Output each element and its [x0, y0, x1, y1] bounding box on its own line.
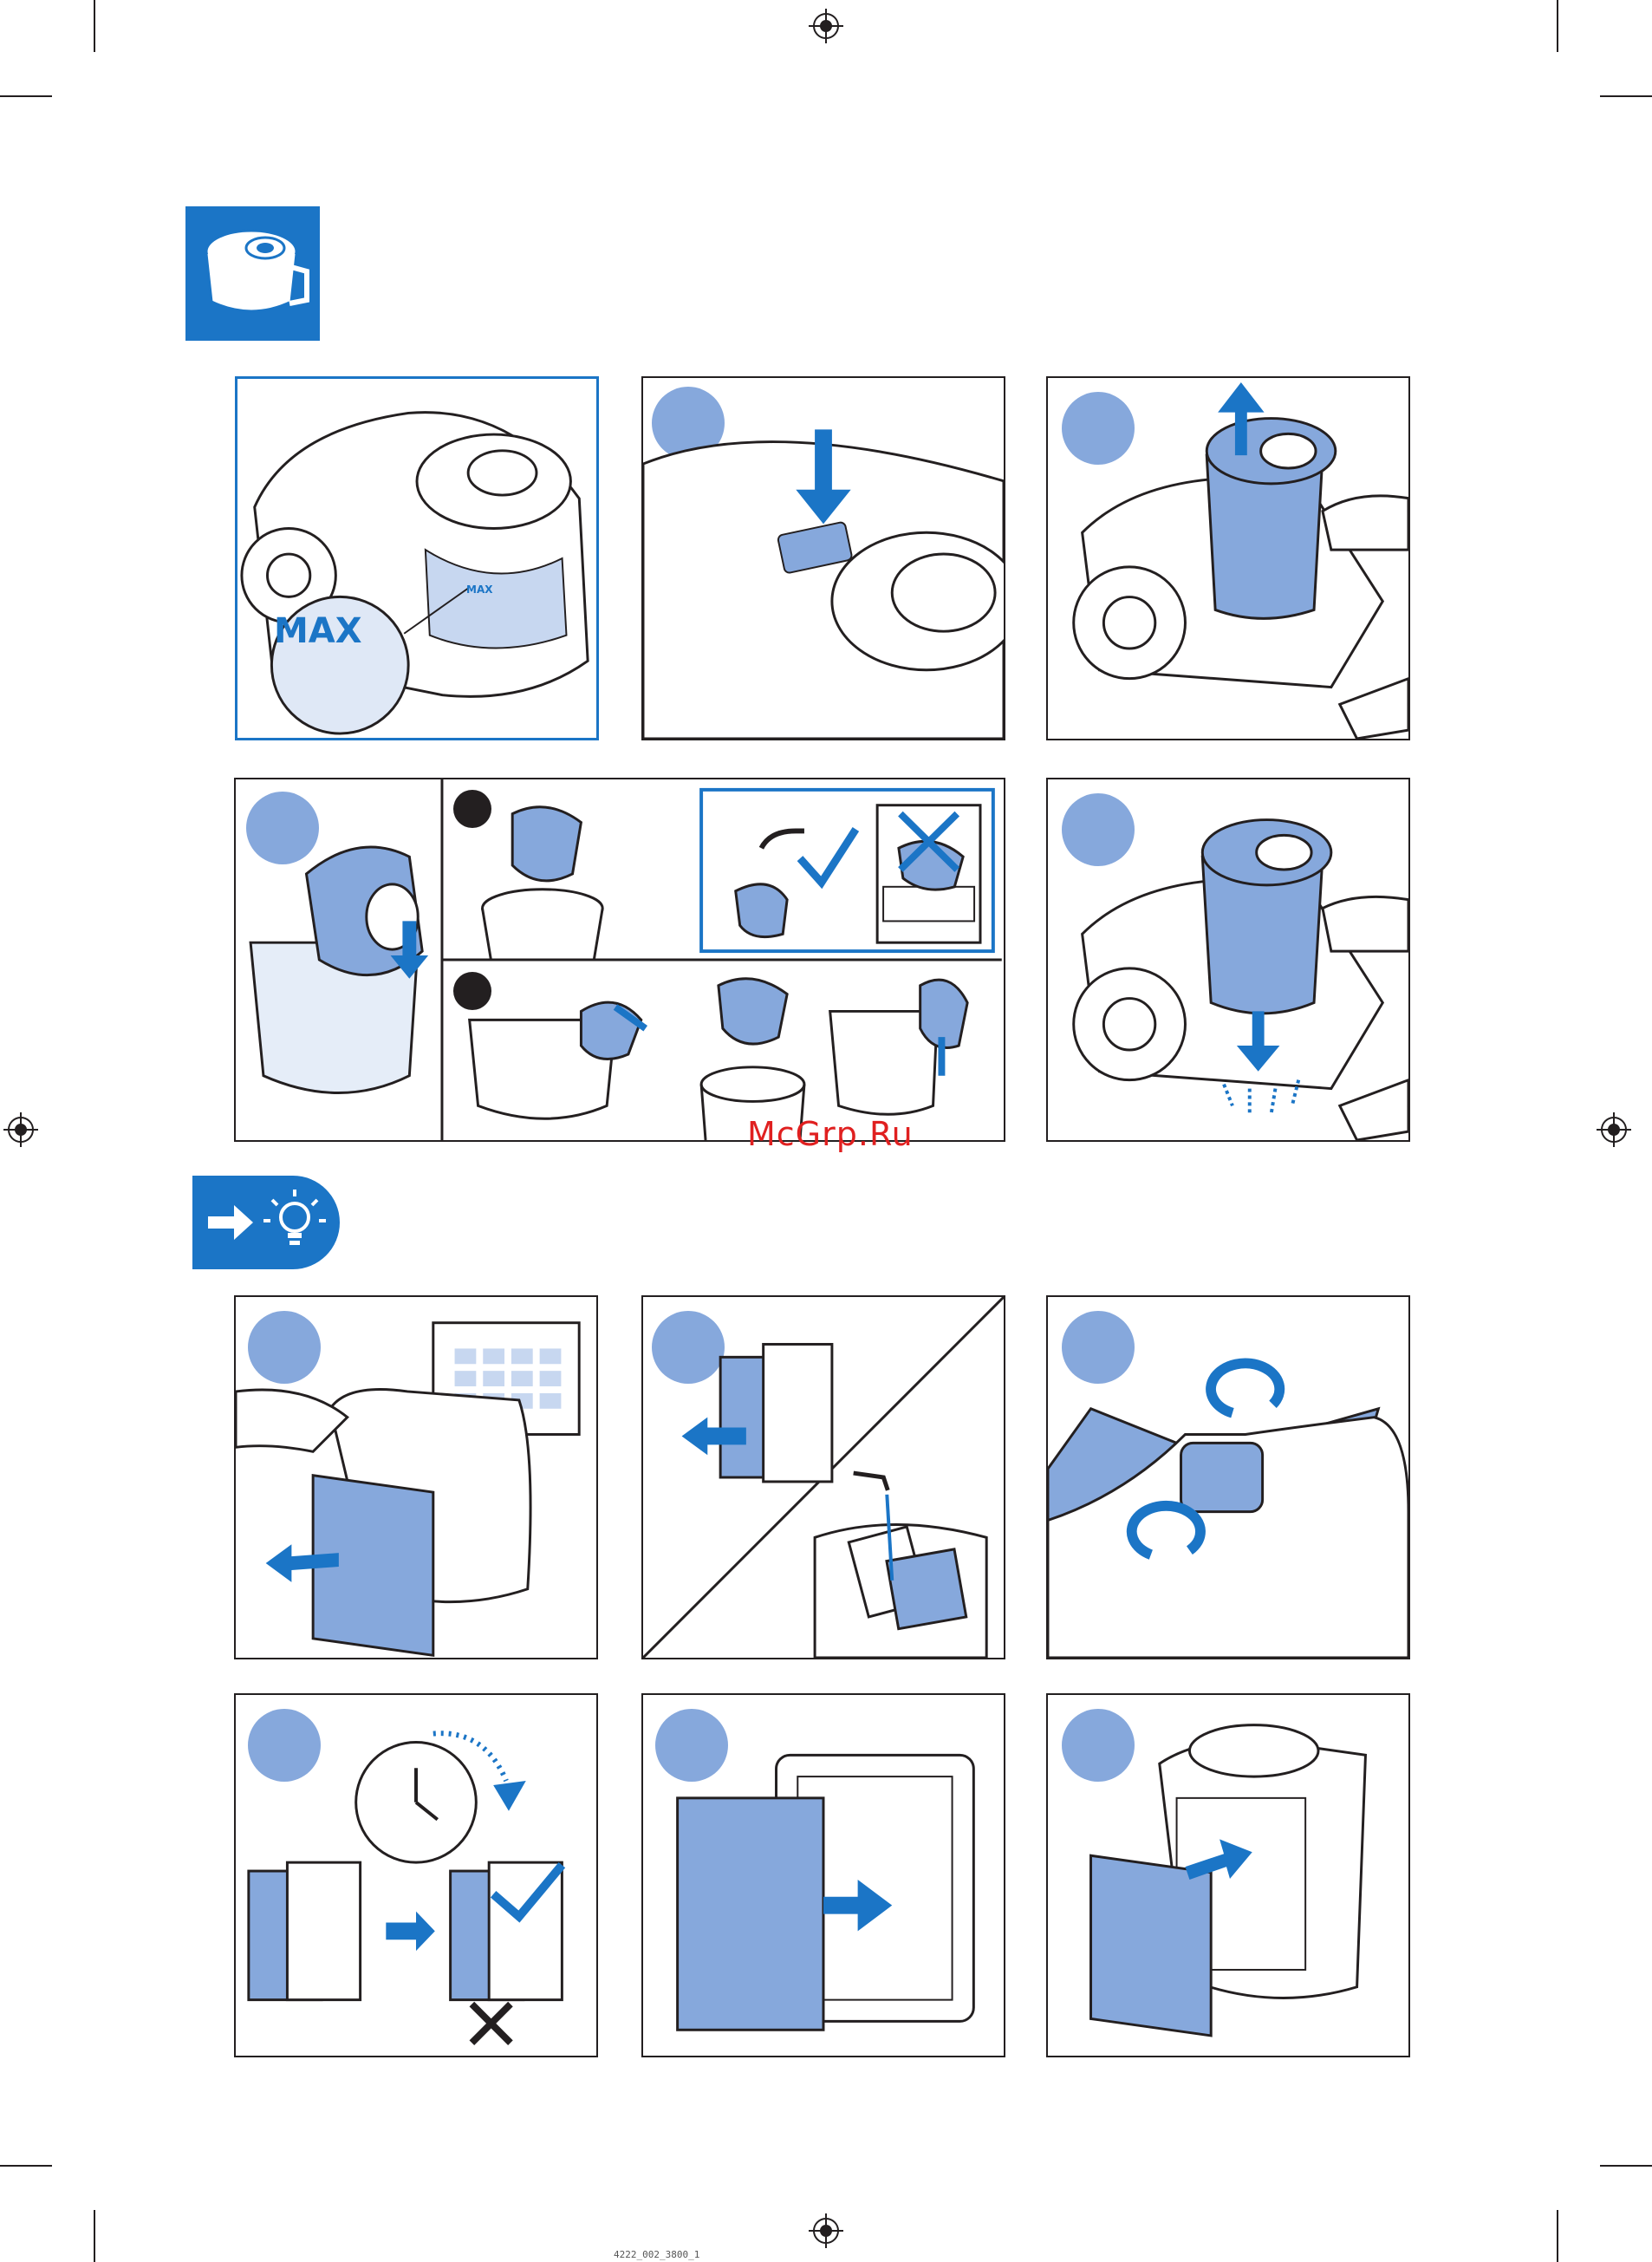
- panel-empty-container: [234, 778, 1005, 1142]
- panel-max-level: MAX MAX: [235, 376, 599, 740]
- panel-dry-filter: [234, 1693, 598, 2057]
- filter-insert-illustration: [1048, 1695, 1408, 2056]
- filter-reassemble-illustration: [643, 1695, 1004, 2056]
- trim-mark: [1557, 2210, 1558, 2262]
- tip-lightbulb-icon: [192, 1176, 340, 1269]
- max-label-small: MAX: [466, 583, 492, 596]
- trim-mark: [94, 0, 95, 52]
- registration-mark-icon: [3, 1112, 38, 1147]
- trim-mark: [1600, 95, 1652, 97]
- panel-squeeze-filter: [1046, 1295, 1410, 1659]
- emptying-illustration: [236, 779, 1004, 1140]
- filter-dry-illustration: [236, 1695, 596, 2056]
- dust-container-icon: [185, 206, 320, 341]
- trim-mark: [1557, 0, 1558, 52]
- panel-reassemble-filter: [641, 1693, 1005, 2057]
- panel-insert-container: [1046, 778, 1410, 1142]
- panel-insert-filter: [1046, 1693, 1410, 2057]
- panel-press-release: [641, 376, 1005, 740]
- vacuum-top-illustration: [643, 378, 1004, 739]
- registration-mark-icon: [1597, 1112, 1631, 1147]
- sub-step-badge-b: [453, 972, 491, 1010]
- registration-mark-icon: [809, 2213, 843, 2248]
- panel-wash-filter: [641, 1295, 1005, 1659]
- vacuum-illustration: [1048, 378, 1408, 739]
- step-number-badge: [246, 792, 319, 864]
- footer-code: 4222_002_3800_1: [614, 2249, 699, 2260]
- trim-mark: [0, 2165, 52, 2167]
- filter-wash-illustration: [643, 1297, 1004, 1658]
- registration-mark-icon: [809, 9, 843, 43]
- max-label: MAX: [274, 611, 362, 651]
- panel-lift-container: [1046, 376, 1410, 740]
- panel-remove-filter: [234, 1295, 598, 1659]
- trim-mark: [0, 95, 52, 97]
- sub-step-badge-a: [453, 790, 491, 828]
- filter-removal-illustration: [236, 1297, 596, 1658]
- trim-mark: [1600, 2165, 1652, 2167]
- vacuum-illustration: [237, 379, 596, 738]
- watermark-text: McGrp.Ru: [747, 1115, 914, 1153]
- trim-mark: [94, 2210, 95, 2262]
- filter-squeeze-illustration: [1048, 1297, 1408, 1658]
- vacuum-illustration: [1048, 779, 1408, 1140]
